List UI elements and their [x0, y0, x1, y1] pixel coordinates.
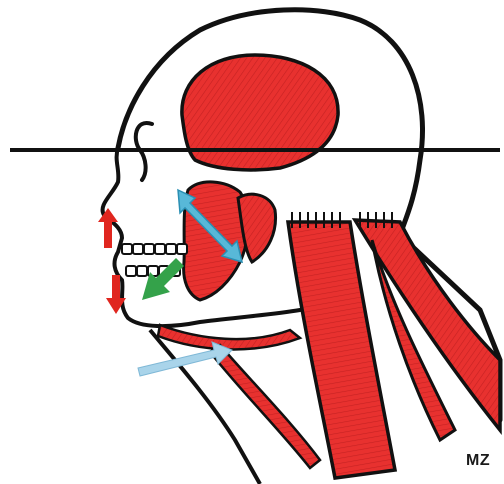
author-initials: MZ — [466, 452, 490, 470]
upper-teeth — [122, 244, 187, 254]
hyoid-strap-muscles — [158, 325, 300, 349]
omohyoid-muscle — [210, 345, 320, 468]
green-arrow-icon — [142, 258, 184, 300]
temporalis-muscle — [182, 55, 338, 170]
red-arrow-up-icon — [98, 208, 118, 248]
